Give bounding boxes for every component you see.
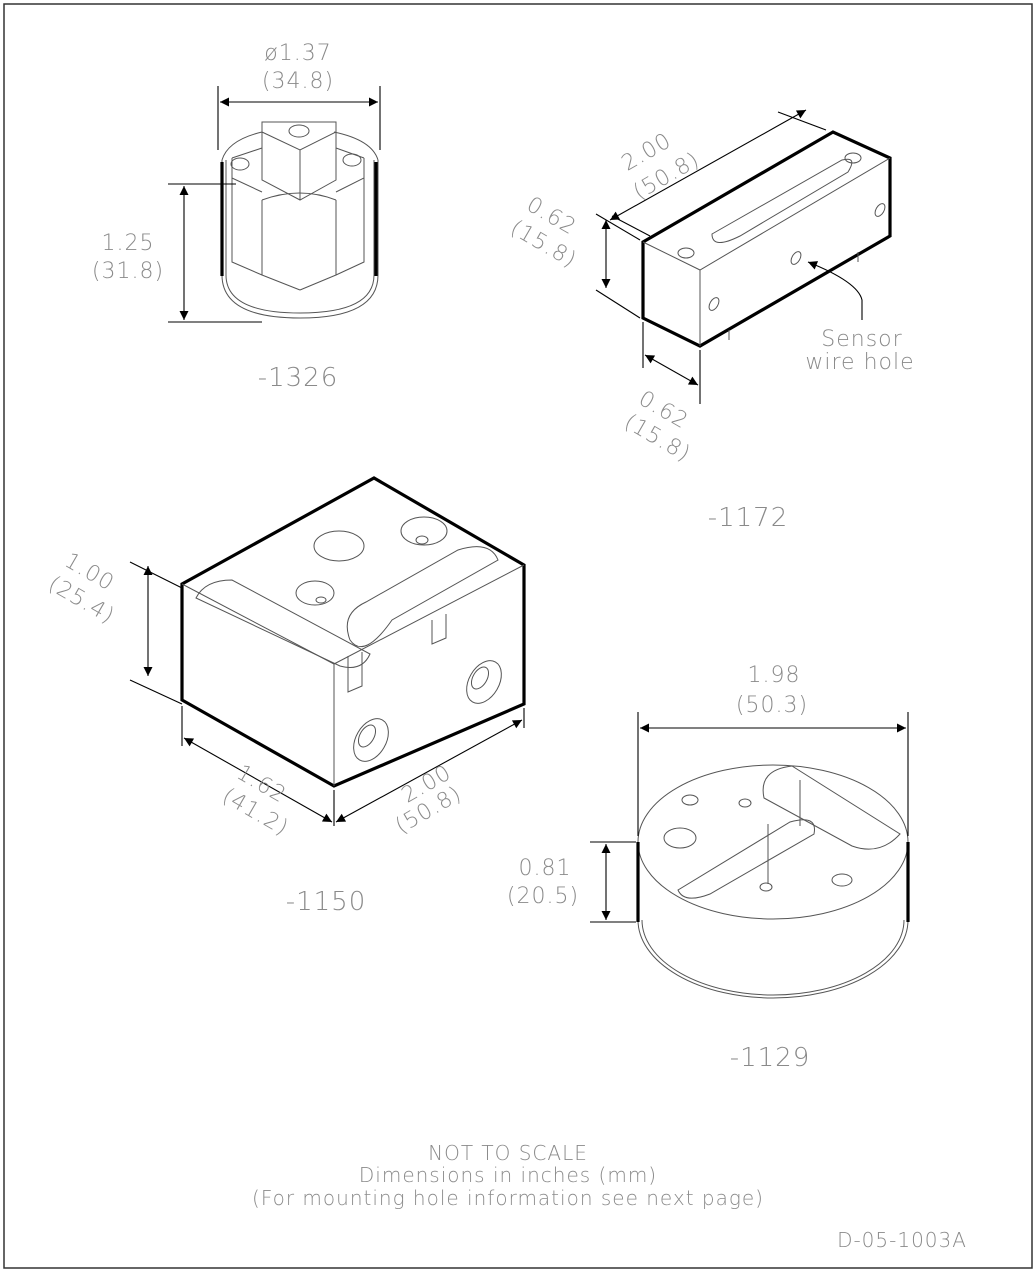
part-1326-drawing	[168, 86, 381, 323]
drawing-number: D-05-1003A	[837, 1228, 967, 1252]
p1129-height-mm: (20.5)	[507, 884, 579, 909]
p1129-diameter-mm: (50.3)	[736, 693, 808, 718]
p1326-part-number: -1326	[258, 363, 339, 393]
part-1172-drawing	[595, 109, 892, 404]
sheet-border	[3, 3, 1033, 1269]
note-dimension-units: Dimensions in inches (mm)	[359, 1163, 657, 1187]
p1172-callout-line2: wire hole	[805, 350, 914, 375]
p1326-height-in: 1.25	[102, 231, 155, 256]
part-1129-drawing	[590, 712, 910, 999]
part-1150-drawing	[129, 476, 526, 826]
p1172-part-number: -1172	[708, 503, 789, 533]
p1129-height-in: 0.81	[519, 856, 572, 881]
note-mounting-hole-reference: (For mounting hole information see next …	[252, 1186, 764, 1210]
p1326-diameter-in: ø1.37	[264, 41, 331, 66]
p1326-height-mm: (31.8)	[92, 259, 164, 284]
p1172-callout-line1: Sensor	[821, 327, 902, 352]
p1326-diameter-mm: (34.8)	[262, 69, 334, 94]
p1129-diameter-in: 1.98	[748, 663, 801, 688]
p1150-part-number: -1150	[286, 887, 367, 917]
note-not-to-scale: NOT TO SCALE	[428, 1141, 588, 1165]
p1129-part-number: -1129	[730, 1043, 811, 1073]
